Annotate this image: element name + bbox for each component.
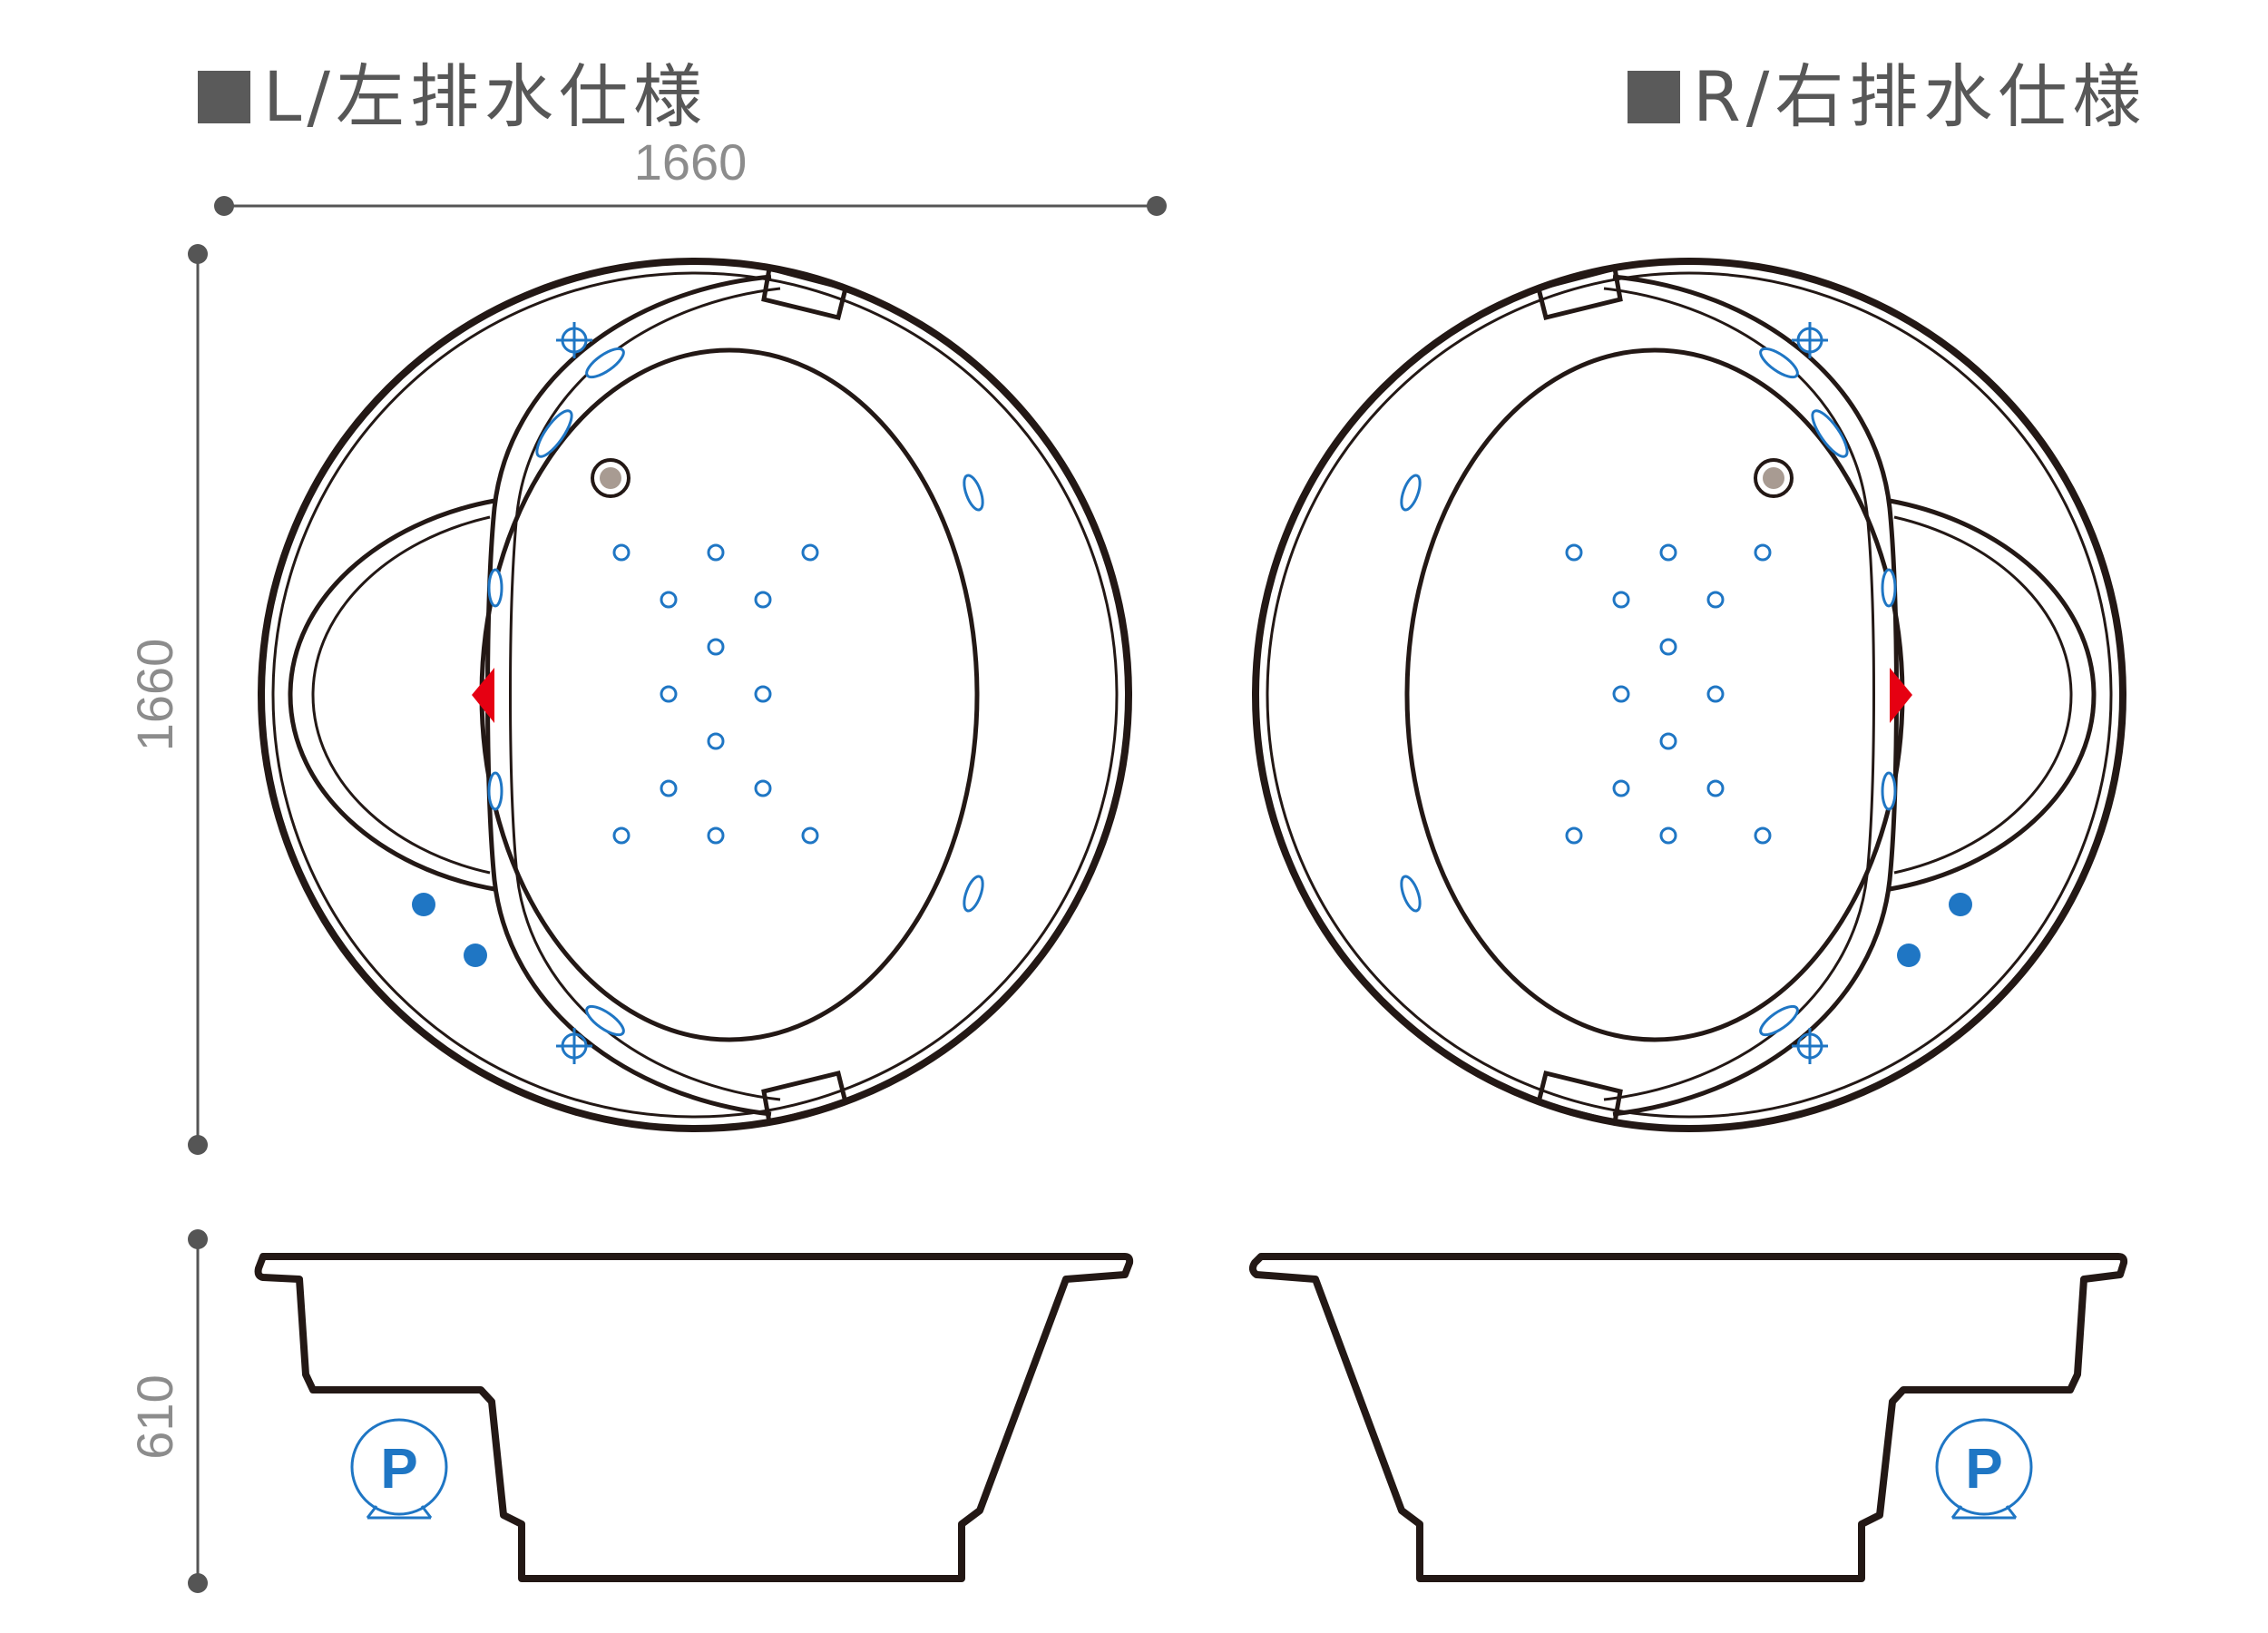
crosshair-icon — [1792, 322, 1828, 1064]
right-title-text: R/右排水仕様 — [1693, 56, 2146, 137]
control-button — [1897, 944, 1921, 967]
left-title: L/左排水仕様 — [198, 56, 708, 137]
height-dimension: 610 — [126, 1229, 208, 1593]
left-side-view: P — [254, 1253, 1134, 1582]
triangle-icon — [1890, 668, 1912, 723]
floor-jets — [612, 543, 819, 845]
control-button — [1949, 893, 1972, 916]
depth-dimension: 1660 — [126, 244, 208, 1155]
pump-icon: P — [1935, 1418, 2033, 1520]
title-square-icon — [198, 71, 250, 123]
height-value: 610 — [126, 1374, 183, 1459]
side-jets — [1400, 347, 1897, 1037]
title-square-icon — [1628, 71, 1680, 123]
left-top-view — [258, 258, 1132, 1132]
right-side-view: P — [1248, 1253, 2128, 1582]
width-dimension: 1660 — [214, 133, 1167, 216]
side-jets — [487, 347, 984, 1037]
pump-label: P — [1965, 1438, 2002, 1501]
width-value: 1660 — [634, 133, 748, 191]
floor-jets — [1565, 543, 1772, 845]
crosshair-icon — [556, 322, 592, 1064]
left-title-text: L/左排水仕様 — [263, 56, 708, 137]
control-button — [412, 893, 435, 916]
control-button — [464, 944, 487, 967]
drain-icon — [591, 458, 631, 498]
depth-value: 1660 — [126, 639, 183, 752]
triangle-icon — [472, 668, 494, 723]
right-title: R/右排水仕様 — [1628, 56, 2146, 137]
pump-icon: P — [350, 1418, 448, 1520]
right-top-view — [1252, 258, 2126, 1132]
drain-icon — [1754, 458, 1794, 498]
pump-label: P — [380, 1438, 417, 1501]
